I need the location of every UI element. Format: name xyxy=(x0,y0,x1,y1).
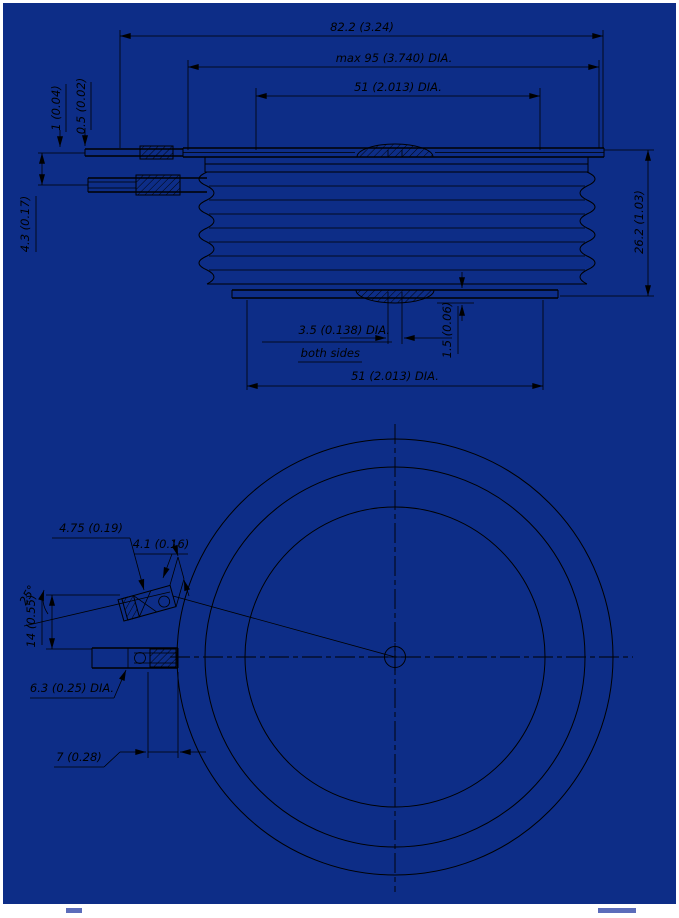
dim-lead-spacing: 14 (0.55) xyxy=(24,595,38,648)
drawing-canvas xyxy=(3,3,676,904)
dim-height-group: 26.2 (1.03) xyxy=(560,149,654,297)
bottom-strip-mark xyxy=(598,908,636,913)
gate-lead-plan xyxy=(91,647,179,669)
dim-lead-thickness-group: 1 (0.04) xyxy=(49,84,67,147)
gate-tube-ferrule xyxy=(139,145,174,160)
gate-lead-crimp xyxy=(149,648,177,668)
bottom-pole-dome xyxy=(355,289,435,304)
dim-top-pole-dia: 51 (2.013) DIA. xyxy=(354,80,442,94)
dim-overall-width: 82.2 (3.24) xyxy=(330,20,394,34)
dim-lead-offset: 0.5 (0.02) xyxy=(74,78,88,135)
ceramic-corrugation-right xyxy=(579,171,596,285)
dim-flag-width: 4.75 (0.19) xyxy=(59,521,123,535)
top-pole-dome xyxy=(356,143,434,158)
dim-lead-dia: 6.3 (0.25) DIA. xyxy=(30,681,114,695)
dim-max-dia: max 95 (3.740) DIA. xyxy=(336,51,453,65)
dim-flag-width-group: 4.75 (0.19) xyxy=(52,521,145,591)
ceramic-corrugation-left xyxy=(198,171,215,285)
dim-center-hole-group: 3.5 (0.138) DIA. both sides xyxy=(262,303,452,363)
dim-flag-tab-group: 4.1 (0.16) xyxy=(133,537,190,579)
gate-flag xyxy=(117,584,177,622)
dim-lead-offset-group: 0.5 (0.02) xyxy=(74,78,92,146)
middle-circle xyxy=(204,466,586,848)
dim-lead-spacing-group: 14 (0.55) xyxy=(24,595,120,650)
dim-lead-gap-group: 4.3 (0.17) xyxy=(18,152,88,253)
note-center-hole: both sides xyxy=(301,346,360,360)
gate-lead-section xyxy=(84,145,207,196)
bottom-strip xyxy=(66,908,636,913)
dim-lead-gap: 4.3 (0.17) xyxy=(18,196,32,253)
dim-bottom-pole-dia: 51 (2.013) DIA. xyxy=(351,369,439,383)
dim-lead-dia-group: 6.3 (0.25) DIA. xyxy=(30,669,127,699)
dim-lead-end-group: 7 (0.28) xyxy=(54,672,206,768)
dim-bottom-pole-dia-group: 51 (2.013) DIA. xyxy=(246,300,544,390)
dim-lead-end: 7 (0.28) xyxy=(56,750,102,764)
gate-flag-axis xyxy=(172,595,396,658)
dim-lead-thickness: 1 (0.04) xyxy=(49,85,63,131)
inner-circle xyxy=(244,506,546,808)
dim-max-dia-group: max 95 (3.740) DIA. xyxy=(187,51,600,150)
dim-flag-tab: 4.1 (0.16) xyxy=(133,537,190,551)
dim-height: 26.2 (1.03) xyxy=(632,190,646,254)
dim-recess-group: 1.5 (0.06) xyxy=(430,272,474,358)
section-view: 82.2 (3.24) max 95 (3.740) DIA. 51 (2.01… xyxy=(18,20,654,390)
dim-recess: 1.5 (0.06) xyxy=(440,302,454,359)
plan-view: 4.75 (0.19) 4.1 (0.16) 25° 14 (0.55) xyxy=(16,424,633,892)
dim-top-pole-dia-group: 51 (2.013) DIA. xyxy=(255,80,541,150)
capsule-body-section xyxy=(182,143,605,304)
bottom-strip-mark xyxy=(66,908,82,913)
outer-circle xyxy=(176,438,614,876)
dim-center-hole: 3.5 (0.138) DIA. xyxy=(299,323,390,337)
gate-lead-ferrule xyxy=(135,174,181,196)
dim-overall-width-group: 82.2 (3.24) xyxy=(119,20,604,148)
